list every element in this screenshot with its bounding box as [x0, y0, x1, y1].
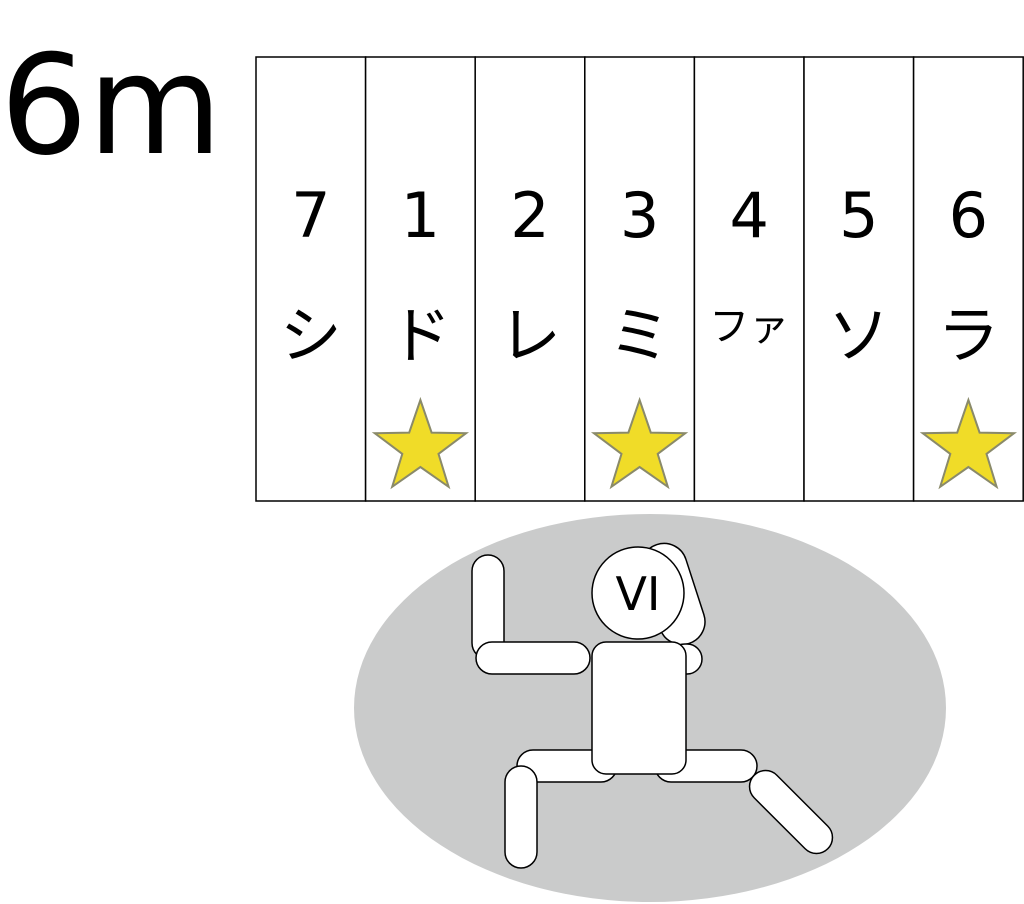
chord-tone-star-icon [371, 396, 470, 490]
chord-tone-star-icon [590, 396, 689, 490]
scale-column [255, 56, 367, 502]
solfege-label: ラ [937, 299, 999, 372]
head [591, 546, 685, 640]
solfege-label: ソ [828, 299, 890, 372]
scale-degree: 2 [510, 179, 549, 252]
solfege-label: ド [389, 299, 451, 372]
scale-degree: 3 [620, 179, 659, 252]
scale-degree: 7 [291, 179, 330, 252]
chord-label: VI [615, 567, 660, 621]
torso [591, 641, 687, 775]
scale-degree: 4 [729, 179, 768, 252]
left-upper-arm [475, 641, 591, 675]
solfege-label: レ [499, 299, 561, 372]
distance-label: 6m [0, 25, 222, 186]
climber-figure: VI [471, 542, 834, 869]
scale-degree: 1 [401, 179, 440, 252]
solfege-label: ファ [709, 304, 789, 350]
solfege-label: シ [280, 299, 342, 372]
scale-columns: 7 シ1 ド2 レ3 ミ4 ファ 5 ソ6 ラ [255, 56, 1024, 502]
scale-column [474, 56, 586, 502]
scale-column [693, 56, 805, 502]
scale-column [803, 56, 915, 502]
chord-tone-star-icon [919, 396, 1018, 490]
right-shin [748, 769, 834, 855]
solfege-label: ミ [609, 299, 671, 372]
left-shin [504, 765, 538, 869]
scale-degree: 6 [949, 179, 988, 252]
scale-degree: 5 [839, 179, 878, 252]
